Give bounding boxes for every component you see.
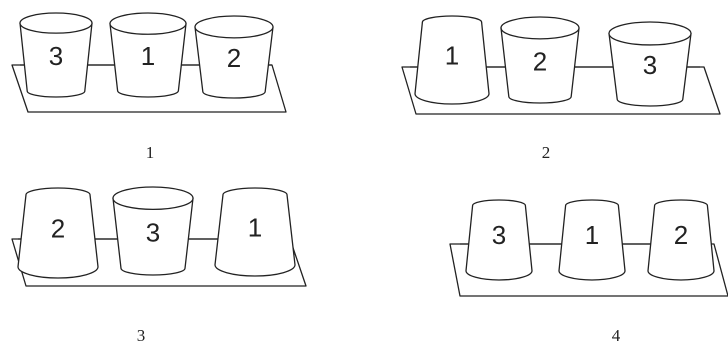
cup-number: 1 xyxy=(585,220,599,250)
cup: 1 xyxy=(215,188,295,276)
panel-3: 2 3 1 3 xyxy=(12,187,306,345)
cup-number: 2 xyxy=(674,220,688,250)
panel-label: 3 xyxy=(137,326,146,345)
cup-number: 3 xyxy=(146,218,160,248)
panel-label: 1 xyxy=(146,143,155,162)
cup: 2 xyxy=(195,16,273,98)
cup-number: 1 xyxy=(248,212,262,242)
cup: 2 xyxy=(648,200,714,280)
cup: 2 xyxy=(501,17,579,103)
panel-1: 3 1 2 1 xyxy=(12,13,286,162)
cup: 1 xyxy=(559,200,625,280)
panel-label: 4 xyxy=(612,326,621,345)
cup-rim xyxy=(20,13,92,33)
panel-label: 2 xyxy=(542,143,551,162)
cup: 2 xyxy=(18,188,98,278)
panel-4: 3 1 2 4 xyxy=(450,200,728,345)
cup-rim xyxy=(501,17,579,39)
cup-number: 3 xyxy=(49,41,63,71)
cup: 3 xyxy=(113,187,193,275)
cup-number: 2 xyxy=(533,46,547,76)
cup: 3 xyxy=(609,22,691,106)
cup: 1 xyxy=(415,16,489,104)
cup-number: 3 xyxy=(492,220,506,250)
cup-rim xyxy=(113,187,193,209)
cup: 3 xyxy=(20,13,92,97)
cup-rim xyxy=(195,16,273,38)
cup-rim xyxy=(110,13,186,34)
cup-rim xyxy=(609,22,691,45)
cup-number: 2 xyxy=(51,214,65,244)
cup: 1 xyxy=(110,13,186,97)
cup-number: 1 xyxy=(141,41,155,71)
panel-2: 1 2 3 2 xyxy=(402,16,720,162)
cup-number: 3 xyxy=(643,50,657,80)
cup-number: 2 xyxy=(227,43,241,73)
cup: 3 xyxy=(466,200,532,280)
cup-number: 1 xyxy=(445,40,459,70)
